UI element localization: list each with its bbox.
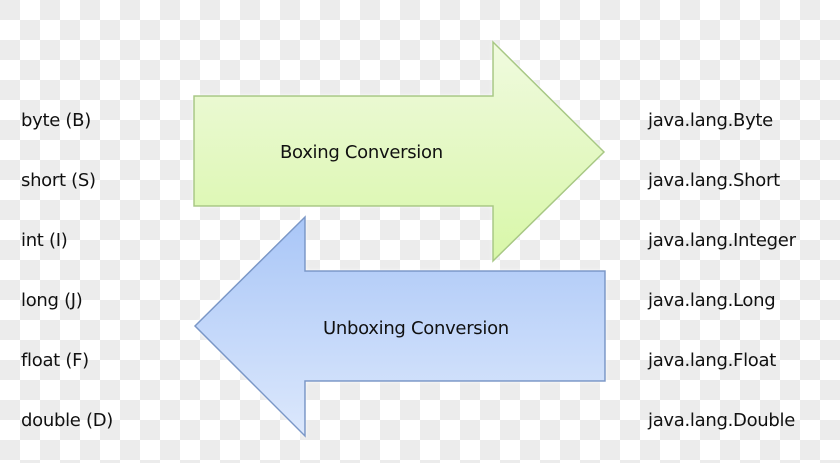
primitive-long: long (J) [21, 290, 83, 311]
wrapper-long: java.lang.Long [648, 290, 776, 311]
wrapper-short: java.lang.Short [648, 170, 780, 191]
primitive-float: float (F) [21, 350, 89, 371]
primitive-byte: byte (B) [21, 110, 91, 131]
wrapper-double: java.lang.Double [648, 410, 796, 431]
primitive-double: double (D) [21, 410, 113, 431]
boxing-arrow-icon [193, 40, 606, 263]
wrapper-float: java.lang.Float [648, 350, 776, 371]
primitive-short: short (S) [21, 170, 96, 191]
boxing-conversion-label: Boxing Conversion [280, 142, 443, 163]
primitive-int: int (I) [21, 230, 68, 251]
wrapper-byte: java.lang.Byte [648, 110, 773, 131]
unboxing-conversion-label: Unboxing Conversion [323, 318, 509, 339]
unboxing-arrow-icon [193, 215, 606, 438]
wrapper-integer: java.lang.Integer [648, 230, 796, 251]
